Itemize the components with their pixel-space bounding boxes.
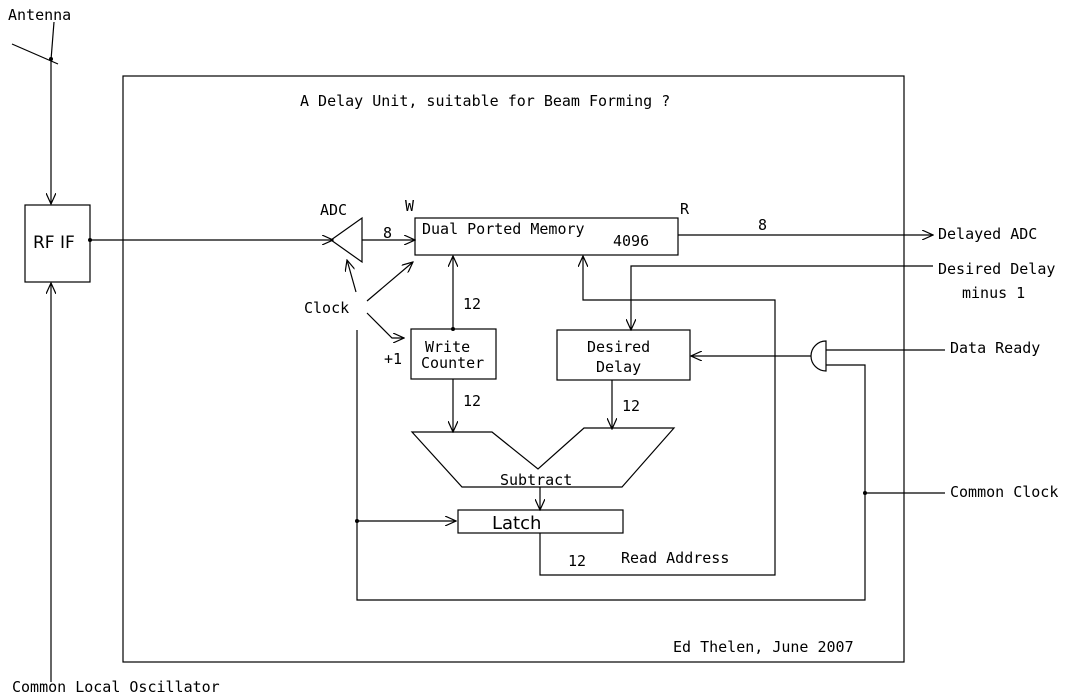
data-ready-gate [810, 340, 827, 372]
clock-to-memory-line [366, 262, 413, 302]
adc-label: ADC [320, 201, 347, 219]
rf-if-label: RF IF [33, 233, 75, 253]
common-clock-label: Common Clock [950, 483, 1058, 501]
page-title: A Delay Unit, suitable for Beam Forming … [300, 92, 670, 110]
delay-unit-frame [122, 75, 905, 663]
desired-delay-input-line [631, 265, 933, 330]
read-bus-width: 12 [568, 552, 586, 570]
counter-bus-width: 12 [463, 392, 481, 410]
clock-label: Clock [304, 299, 349, 317]
common-clock-bus [356, 330, 866, 601]
delayed-adc-label: Delayed ADC [938, 225, 1037, 243]
write-port-label: W [405, 197, 415, 215]
adc-bus-width: 8 [383, 224, 392, 242]
desired-delay-minus-1-label-2: minus 1 [962, 284, 1025, 302]
increment-label: +1 [384, 350, 402, 368]
clock-to-adc-line [347, 260, 357, 293]
subtract-label: Subtract [500, 471, 572, 489]
adc-triangle [329, 216, 363, 264]
write-counter-label: Write [425, 338, 470, 356]
rf-if-box [24, 204, 91, 283]
desired-delay-minus-1-label: Desired Delay [938, 260, 1055, 278]
read-address-label: Read Address [621, 549, 729, 567]
dual-ported-memory-box [414, 217, 679, 256]
desired-delay-label-2: Delay [596, 358, 641, 376]
clock-to-counter-line [366, 312, 404, 338]
subtractor-shape [410, 427, 676, 488]
antenna-label: Antenna [8, 6, 71, 24]
latch-label: Latch [492, 513, 541, 534]
memory-address-bus-width: 12 [463, 295, 481, 313]
read-address-line [539, 256, 776, 576]
credit-text: Ed Thelen, June 2007 [673, 638, 854, 656]
antenna-mast [50, 21, 55, 61]
write-counter-label-2: Counter [421, 354, 484, 372]
delay-bus-width: 12 [622, 397, 640, 415]
data-ready-label: Data Ready [950, 339, 1040, 357]
memory-label: Dual Ported Memory [422, 220, 585, 238]
desired-delay-label: Desired [587, 338, 650, 356]
memory-size-label: 4096 [613, 232, 649, 250]
read-port-label: R [680, 200, 690, 218]
output-bus-width: 8 [758, 216, 767, 234]
common-lo-label: Common Local Oscillator [12, 678, 220, 696]
